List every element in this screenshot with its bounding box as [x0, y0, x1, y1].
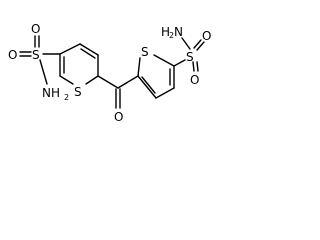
atom-s-sulfonyl-right: S	[186, 50, 194, 64]
ring-right-s-c4	[153, 54, 175, 67]
ring-left-c4-s	[85, 75, 99, 85]
atom-o-carbonyl: O	[114, 110, 123, 124]
right-sulfonamide: H 2 N O S O	[161, 25, 211, 87]
atom-s-sulfonyl-left: S	[32, 48, 40, 62]
bond-s-o-right-bottom	[192, 61, 195, 72]
bond-s-o-right-top	[193, 39, 202, 49]
ring-right-c2-c1-double	[141, 76, 156, 94]
bond-ring-left-to-carbonyl	[97, 75, 119, 89]
atom-n-left: NH	[42, 86, 60, 100]
bond-s-o-right-top-double	[196, 41, 205, 51]
bond-ring-right-to-sulfonyl	[173, 59, 186, 67]
ring-left-s-c1	[59, 75, 74, 85]
left-sulfonamide: O O S NH 2	[8, 22, 69, 102]
atom-n-right: N	[174, 25, 183, 39]
atom-s-ring-left: S	[74, 85, 82, 99]
atom-o-left-top: O	[31, 22, 40, 36]
left-thiophene-ring: S	[59, 43, 99, 99]
ring-left-c1-c2	[59, 43, 81, 55]
bond-s-n-left	[39, 59, 48, 85]
ring-right-c3-c2	[155, 87, 175, 99]
ring-right-c2-c1	[137, 75, 157, 99]
atom-o-right-top: O	[202, 29, 211, 43]
ring-right-c1-s	[137, 57, 141, 77]
bond-s-o-right-bottom-double	[196, 61, 199, 72]
atom-n-right-subscript: 2	[169, 31, 174, 40]
atom-n-left-subscript: 2	[64, 93, 69, 102]
bond-carbonyl-to-ring-right	[117, 75, 139, 89]
bond-s-n-right	[181, 37, 191, 50]
atom-o-left: O	[8, 48, 17, 62]
right-thiophene-ring: S	[137, 45, 175, 99]
ring-left-c2-c3-double	[80, 48, 96, 59]
atom-n-right-h: H	[161, 25, 170, 39]
carbonyl-bridge: O	[97, 75, 139, 124]
atom-s-ring-right: S	[141, 45, 149, 59]
molecule-structure: O O S NH 2 S O S	[8, 22, 211, 124]
ring-left-c2-c3	[79, 43, 99, 56]
atom-o-right-bottom: O	[190, 73, 199, 87]
